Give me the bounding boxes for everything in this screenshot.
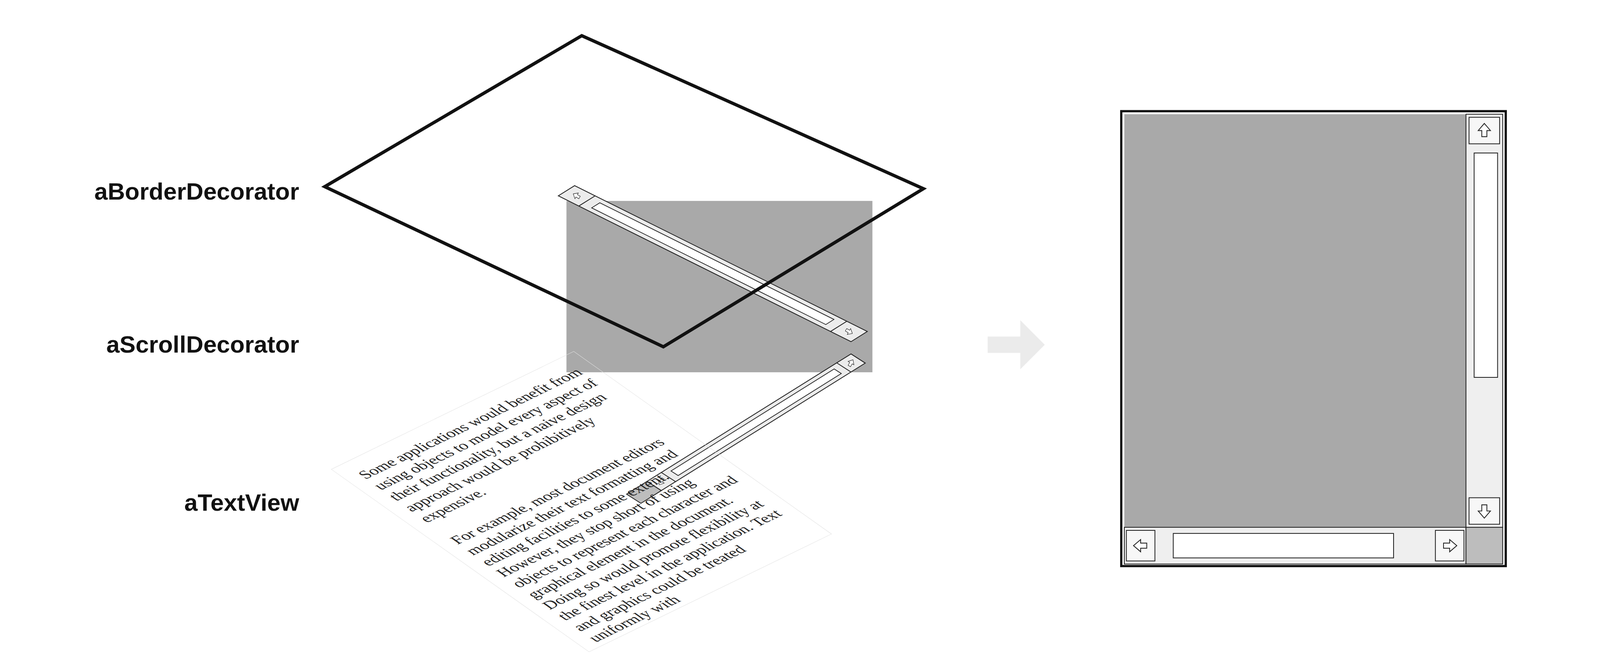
scrollbar-slot (670, 368, 842, 476)
button-edge (578, 195, 595, 206)
scroll-corner (1465, 527, 1503, 565)
scroll-button (1126, 530, 1156, 562)
vertical-scrollbar (1465, 114, 1503, 528)
scroll-button (1469, 497, 1500, 525)
window-border (1121, 111, 1506, 566)
border-outline (324, 35, 924, 348)
scrollbar-slot (1173, 533, 1394, 558)
scroll-button (1469, 117, 1500, 144)
horizontal-scrollbar (1124, 527, 1466, 565)
arrow-icon (844, 326, 855, 337)
scroll-area (566, 200, 873, 373)
arrow-icon (1133, 539, 1147, 552)
text-page: Some applications would benefit from usi… (331, 351, 833, 653)
layer-label: aScrollDecorator (106, 330, 300, 359)
result-arrow (987, 320, 1045, 370)
scroll-button (1435, 530, 1465, 562)
arrow-icon (1478, 504, 1491, 518)
arrow-icon (1478, 123, 1491, 137)
scrollbar-slot (1473, 152, 1498, 378)
button-edge (830, 321, 847, 332)
arrow-icon (571, 191, 582, 201)
arrow-icon (846, 358, 856, 368)
window-content (1124, 114, 1466, 528)
layer-label: aTextView (184, 488, 300, 517)
arrow-icon (1443, 539, 1457, 552)
layer-label: aBorderDecorator (94, 177, 300, 206)
